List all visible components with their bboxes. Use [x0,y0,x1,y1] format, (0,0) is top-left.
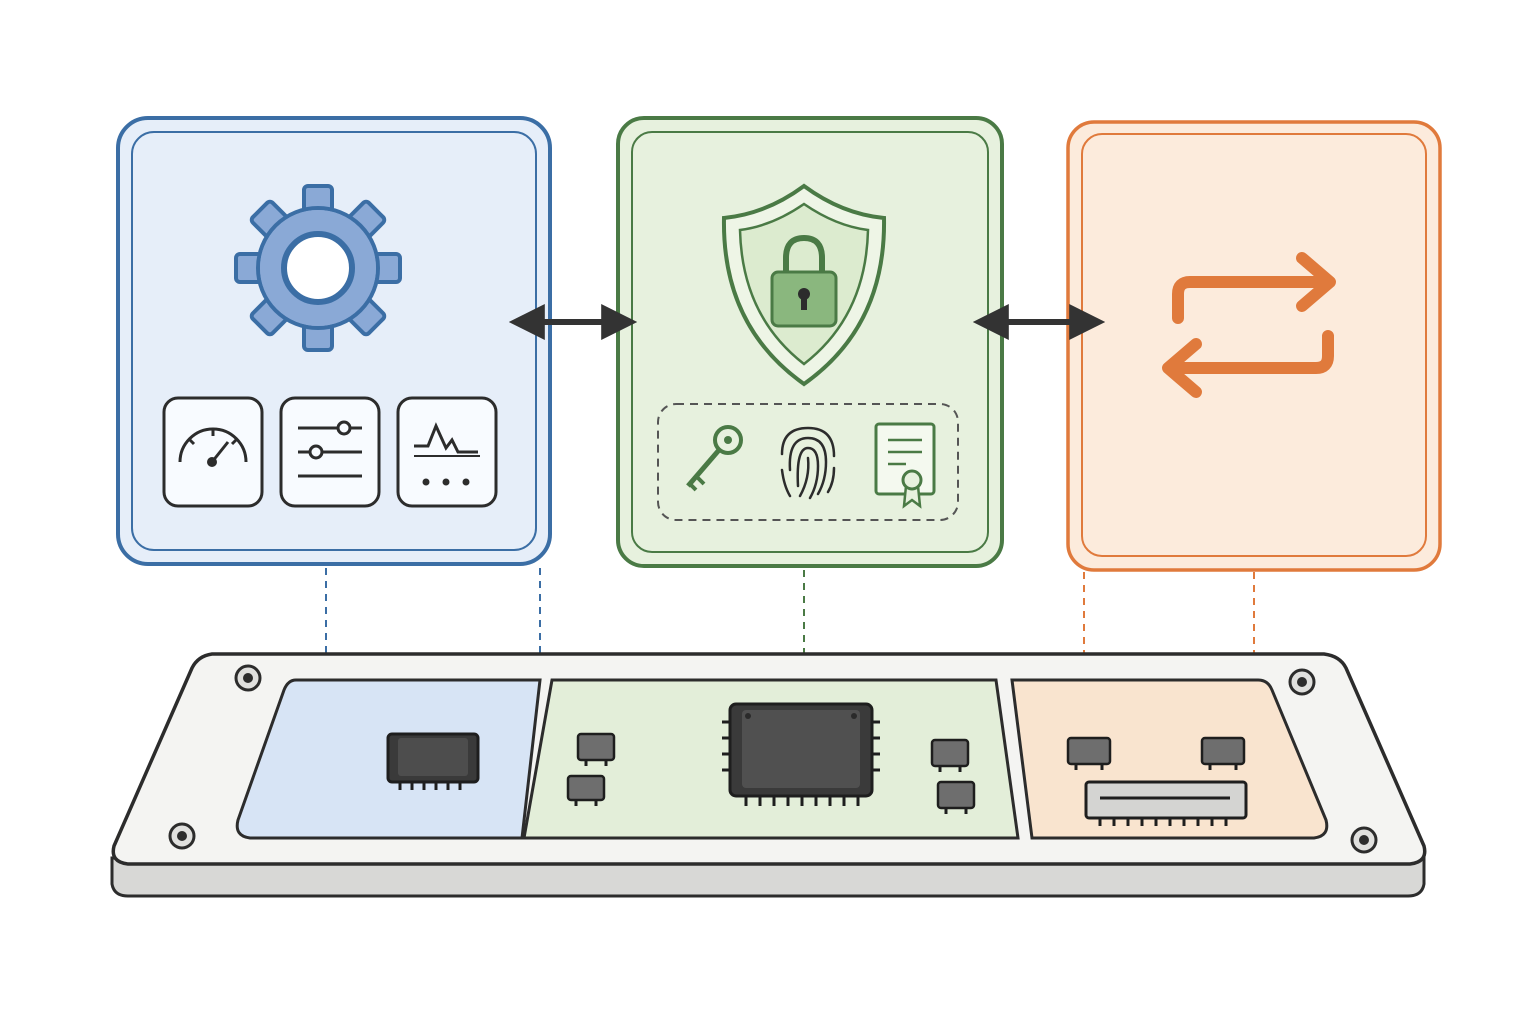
shield-lock-icon [721,183,887,387]
security-panel [616,116,1004,568]
chip-icon [722,702,880,806]
smd-icon [936,780,976,814]
smd-icon [1200,736,1246,770]
exchange-panel [1066,120,1442,572]
circuit-board [110,652,1427,898]
smd-icon [1066,736,1112,770]
sliders-icon [279,396,381,508]
mount-hole [1350,826,1378,854]
mount-hole [168,822,196,850]
mount-hole [234,664,262,692]
smd-icon [576,732,616,766]
control-panel [116,116,552,566]
mount-hole [1288,668,1316,696]
swap-arrows-icon [1162,252,1336,398]
credential-group [657,403,959,521]
smd-icon [930,738,970,772]
chip-icon [386,732,480,790]
gauge-icon [162,396,264,508]
waveform-icon [396,396,498,508]
connector-chip-icon [1084,780,1248,826]
key-icon [686,425,743,492]
smd-icon [566,774,606,806]
gear-icon [234,184,402,352]
fingerprint-icon [780,426,836,500]
certificate-icon [874,422,936,509]
